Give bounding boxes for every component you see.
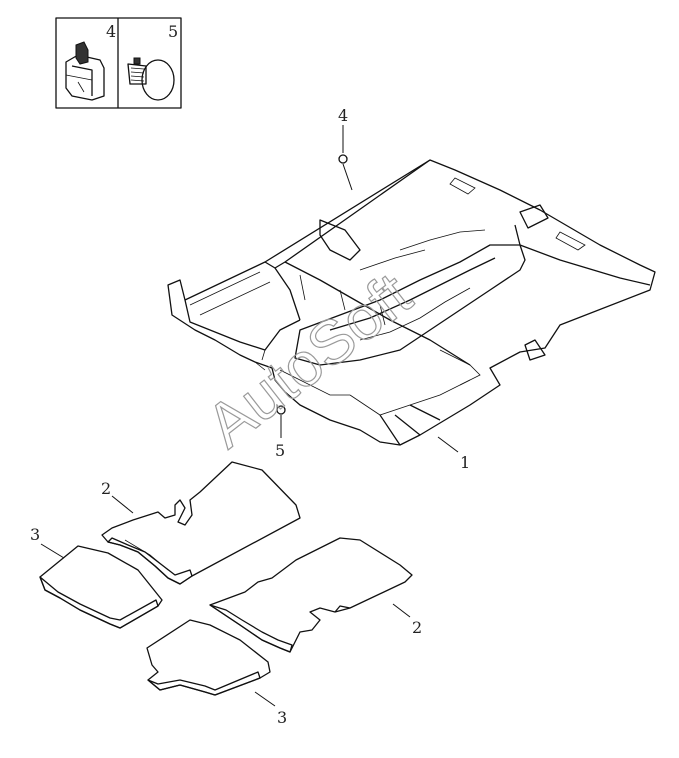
parts-inset: 4 5 — [55, 17, 182, 109]
callout-5-label: 5 — [275, 441, 285, 460]
main-floor-carpet — [167, 159, 656, 446]
callout-2-right: 2 — [392, 603, 422, 637]
callout-2-left: 2 — [101, 479, 134, 514]
rear-left-floor-mat — [39, 545, 163, 629]
callout-4: 4 — [338, 106, 353, 191]
callout-3-bottom: 3 — [254, 691, 287, 727]
clip-icon — [65, 41, 105, 101]
callout-5: 5 — [275, 405, 286, 460]
inset-label-4: 4 — [106, 22, 116, 41]
front-right-floor-mat — [209, 537, 413, 653]
callout-3-left: 3 — [30, 525, 65, 559]
inset-label-5: 5 — [168, 22, 178, 41]
callout-2-left-label: 2 — [101, 479, 111, 498]
callout-3-left-label: 3 — [30, 525, 40, 544]
rear-right-floor-mat — [146, 619, 271, 696]
callout-1: 1 — [437, 436, 470, 472]
callout-4-label: 4 — [338, 106, 348, 125]
watermark: AutoSoft — [194, 260, 425, 462]
callout-2-right-label: 2 — [412, 618, 422, 637]
push-pin-icon — [127, 57, 175, 101]
callout-1-label: 1 — [460, 453, 470, 472]
front-left-floor-mat — [101, 461, 301, 585]
watermark-text: AutoSoft — [194, 260, 424, 461]
callout-3-bottom-label: 3 — [277, 708, 287, 727]
